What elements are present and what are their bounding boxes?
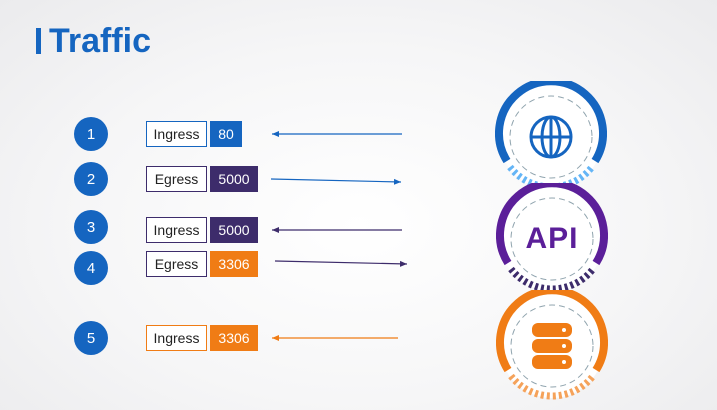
rule-direction-label: Ingress <box>146 217 207 243</box>
rule-4: Egress 3306 <box>146 251 258 277</box>
rule-2: Egress 5000 <box>146 166 258 192</box>
page-title-group: Traffic <box>36 22 151 60</box>
step-number-2: 2 <box>74 162 108 196</box>
step-number-3: 3 <box>74 210 108 244</box>
database-server-icon <box>496 290 608 400</box>
api-server-icon <box>496 183 608 293</box>
title-accent-bar <box>36 28 41 54</box>
rule-port-badge: 80 <box>210 121 242 147</box>
rule-5: Ingress 3306 <box>146 325 258 351</box>
step-number-1: 1 <box>74 117 108 151</box>
rule-direction-label: Ingress <box>146 121 207 147</box>
rule-direction-label: Ingress <box>146 325 207 351</box>
step-number-4: 4 <box>74 251 108 285</box>
page-title: Traffic <box>49 22 152 60</box>
globe-icon <box>529 115 573 159</box>
step-number-5: 5 <box>74 321 108 355</box>
rule-port-badge: 3306 <box>210 325 258 351</box>
arrow-rule-2 <box>270 178 402 185</box>
rule-3: Ingress 5000 <box>146 217 258 243</box>
rule-port-badge: 3306 <box>210 251 258 277</box>
arrow-rule-4 <box>274 260 408 267</box>
web-server-icon <box>495 81 607 191</box>
rule-direction-label: Egress <box>146 251 207 277</box>
rule-port-badge: 5000 <box>210 217 258 243</box>
database-icon <box>532 323 572 369</box>
api-label: API <box>525 222 579 255</box>
rule-direction-label: Egress <box>146 166 207 192</box>
rule-1: Ingress 80 <box>146 121 242 147</box>
rule-port-badge: 5000 <box>210 166 258 192</box>
